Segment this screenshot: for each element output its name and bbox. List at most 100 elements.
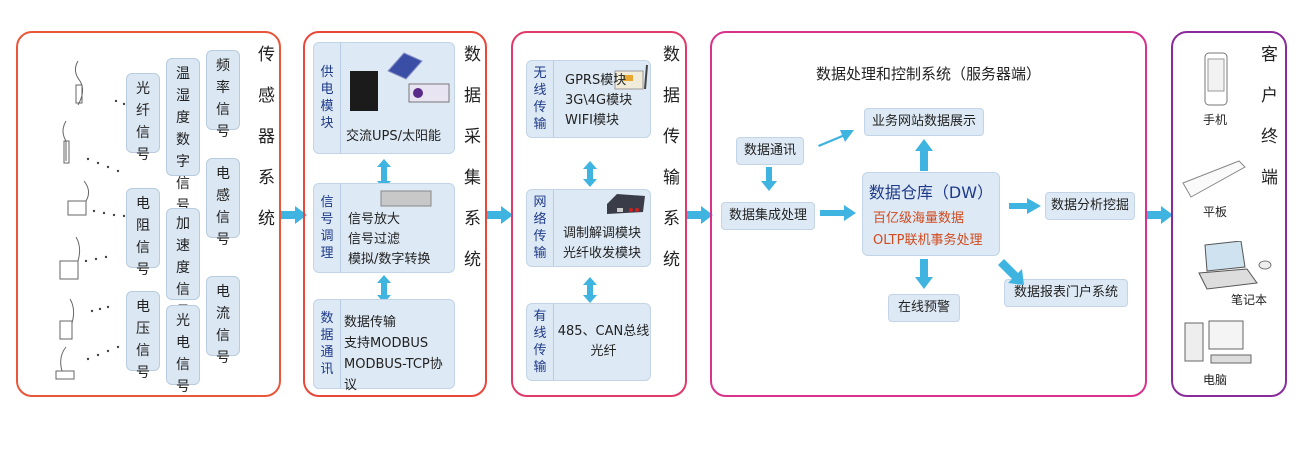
text-line: 模拟/数字转换 — [348, 252, 431, 267]
text-line: 光纤 — [590, 344, 617, 359]
device-tablet-label: 平板 — [1203, 205, 1228, 219]
text-line: 调制解调模块 — [563, 226, 642, 241]
signal-char: 号 — [216, 350, 230, 366]
transmission-system-title: 数 据 传 输 系 统 — [663, 47, 680, 293]
data-warehouse: 数据仓库（DW） 百亿级海量数据 OLTP联机事务处理 — [862, 172, 1000, 256]
signal-char: 电 — [176, 335, 190, 351]
wireless-module: 无线传输 GPRS模块 3G\4G模块 WIFI模块 — [526, 60, 651, 138]
gprs-device-icon — [614, 64, 648, 90]
power-module: 供电模块 交流UPS/太阳能 — [313, 42, 455, 154]
signal-char: 温 — [176, 66, 190, 82]
data-warehouse-line1: 百亿级海量数据 — [873, 211, 965, 226]
text-line: 光纤收发模块 — [563, 246, 642, 261]
text-line: MODBUS-TCP协议 — [344, 357, 443, 393]
side-char: 输 — [533, 246, 547, 261]
signal-char: 号 — [216, 232, 230, 248]
signal-char: 号 — [136, 262, 150, 278]
side-char: 传 — [533, 100, 547, 115]
side-char: 理 — [320, 246, 334, 261]
signal-char: 速 — [176, 238, 190, 254]
inverter-icon — [408, 83, 450, 103]
signal-char: 加 — [176, 216, 190, 232]
solar-panel-icon — [387, 52, 423, 80]
sensor-probe-icon — [75, 84, 83, 104]
side-char: 据 — [320, 328, 334, 343]
network-module: 网络传输 调制解调模块 光纤收发模块 — [526, 189, 651, 267]
signal-current: 电流信号 — [206, 276, 240, 366]
arrow-warehouse-to-mining — [1009, 198, 1041, 214]
title-char: 据 — [464, 86, 481, 106]
signal-char: 信 — [216, 102, 230, 118]
data-communication-label: 数据通讯 — [314, 300, 341, 388]
side-char: 输 — [533, 117, 547, 132]
title-char: 器 — [258, 127, 275, 147]
title-char: 终 — [1261, 127, 1278, 147]
side-char: 模 — [320, 99, 334, 114]
side-char: 输 — [533, 360, 547, 375]
client-title: 客 户 终 端 — [1261, 47, 1278, 211]
laptop-icon — [1198, 241, 1272, 290]
side-char: 线 — [533, 83, 547, 98]
signal-char: 电 — [136, 196, 150, 212]
wired-module-text: 485、CAN总线 光纤 — [555, 322, 652, 362]
server-system-title: 数据处理和控制系统（服务器端） — [815, 65, 1041, 83]
signal-char: 电 — [216, 166, 230, 182]
title-char: 输 — [663, 168, 680, 188]
desktop-icon — [1184, 320, 1252, 364]
bidirectional-arrow-icon — [377, 275, 391, 303]
side-char: 号 — [320, 212, 334, 227]
signal-char: 信 — [216, 210, 230, 226]
arrow-comm-to-integrate — [761, 167, 777, 191]
sensor-illustrations — [55, 60, 142, 380]
signal-char: 信 — [136, 343, 150, 359]
node-web-display: 业务网站数据展示 — [864, 108, 984, 136]
flow-arrow-1 — [281, 206, 307, 224]
side-char: 线 — [533, 326, 547, 341]
signal-char: 数 — [176, 132, 190, 148]
signal-char: 光 — [136, 81, 150, 97]
signal-conditioning-module: 信号调理 信号放大 信号过滤 模拟/数字转换 — [313, 183, 455, 273]
arrow-integrate-to-warehouse — [820, 205, 856, 221]
side-char: 传 — [533, 343, 547, 358]
title-char: 集 — [464, 168, 481, 188]
text-line: 485、CAN总线 — [557, 324, 650, 339]
text-line: 3G\4G模块 — [565, 93, 633, 108]
signal-char: 号 — [136, 147, 150, 163]
signal-char: 光 — [176, 313, 190, 329]
sensor-box-icon — [59, 320, 73, 340]
server-flow-arrows — [761, 130, 1041, 289]
sensor-box-icon — [59, 260, 79, 280]
text-line: GPRS模块 — [565, 73, 627, 88]
wireless-module-text: GPRS模块 3G\4G模块 WIFI模块 — [565, 71, 632, 131]
signal-voltage: 电压信号 — [126, 291, 160, 381]
title-char: 客 — [1261, 45, 1278, 65]
bidirectional-arrow-icon — [377, 159, 391, 189]
acquisition-system-panel: 数 据 采 集 系 统 供电模块 交流UPS/太阳能 信号调理 信号放大 信号过… — [303, 31, 487, 397]
signal-char: 信 — [176, 176, 190, 192]
signal-char: 感 — [216, 188, 230, 204]
side-char: 传 — [533, 229, 547, 244]
arrow-warehouse-to-report — [998, 259, 1024, 285]
title-char: 统 — [258, 209, 275, 229]
signal-char: 号 — [176, 379, 190, 395]
signal-conditioning-text: 信号放大 信号过滤 模拟/数字转换 — [348, 210, 430, 270]
side-char: 讯 — [320, 362, 334, 377]
signal-char: 信 — [176, 282, 190, 298]
side-char: 通 — [320, 345, 334, 360]
flow-arrow-2 — [487, 206, 513, 224]
side-char: 络 — [533, 212, 547, 227]
signal-char: 压 — [136, 321, 150, 337]
power-module-text: 交流UPS/太阳能 — [346, 129, 441, 144]
title-char: 系 — [663, 209, 680, 229]
side-char: 供 — [320, 65, 334, 80]
title-char: 端 — [1261, 168, 1278, 188]
client-panel: 客 户 终 端 手机 平板 笔记本 电脑 — [1171, 31, 1287, 397]
conditioner-device-icon — [380, 190, 432, 207]
side-char: 电 — [320, 82, 334, 97]
tablet-icon — [1182, 160, 1246, 198]
signal-char: 度 — [176, 260, 190, 276]
sensor-box-icon — [67, 200, 87, 216]
server-system-panel: 数据处理和控制系统（服务器端） 数据通讯 数据集成处理 业务网站数据展示 数据仓… — [710, 31, 1147, 397]
title-char: 传 — [663, 127, 680, 147]
